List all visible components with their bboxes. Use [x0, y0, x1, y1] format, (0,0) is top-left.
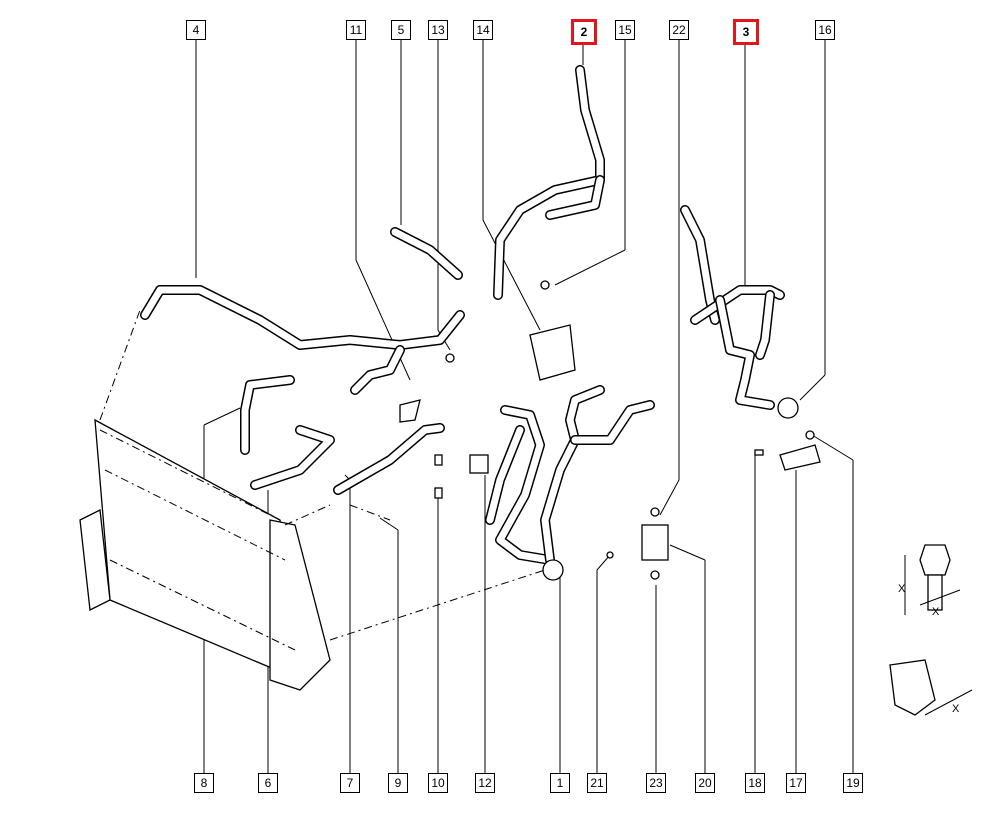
part-label-1[interactable]: 1	[550, 773, 570, 793]
small-parts	[399, 280, 821, 581]
clip-inset: X	[889, 659, 973, 716]
part-label-23[interactable]: 23	[646, 773, 666, 793]
part-label-19[interactable]: 19	[843, 773, 863, 793]
dimension-x-label-3: X	[952, 703, 960, 715]
part-label-5[interactable]: 5	[391, 20, 411, 40]
part-label-10[interactable]: 10	[428, 773, 448, 793]
part-label-21[interactable]: 21	[587, 773, 607, 793]
dimension-x-label-1: X	[898, 583, 906, 595]
part-label-22[interactable]: 22	[669, 20, 689, 40]
part-label-18[interactable]: 18	[745, 773, 765, 793]
part-label-20[interactable]: 20	[695, 773, 715, 793]
bolt-inset: X X	[898, 544, 961, 618]
part-label-17[interactable]: 17	[786, 773, 806, 793]
part-label-7[interactable]: 7	[340, 773, 360, 793]
part-label-16[interactable]: 16	[815, 20, 835, 40]
part-label-9[interactable]: 9	[388, 773, 408, 793]
part-label-13[interactable]: 13	[428, 20, 448, 40]
part-label-12[interactable]: 12	[475, 773, 495, 793]
part-label-14[interactable]: 14	[473, 20, 493, 40]
part-label-4[interactable]: 4	[186, 20, 206, 40]
part-label-6[interactable]: 6	[258, 773, 278, 793]
radiator	[79, 309, 546, 691]
hoses	[140, 65, 785, 565]
part-label-2-highlighted[interactable]: 2	[571, 19, 597, 45]
part-label-15[interactable]: 15	[615, 20, 635, 40]
dimension-x-label-2: X	[932, 606, 940, 618]
part-label-11[interactable]: 11	[346, 20, 366, 40]
part-label-8[interactable]: 8	[194, 773, 214, 793]
part-label-3-highlighted[interactable]: 3	[733, 19, 759, 45]
